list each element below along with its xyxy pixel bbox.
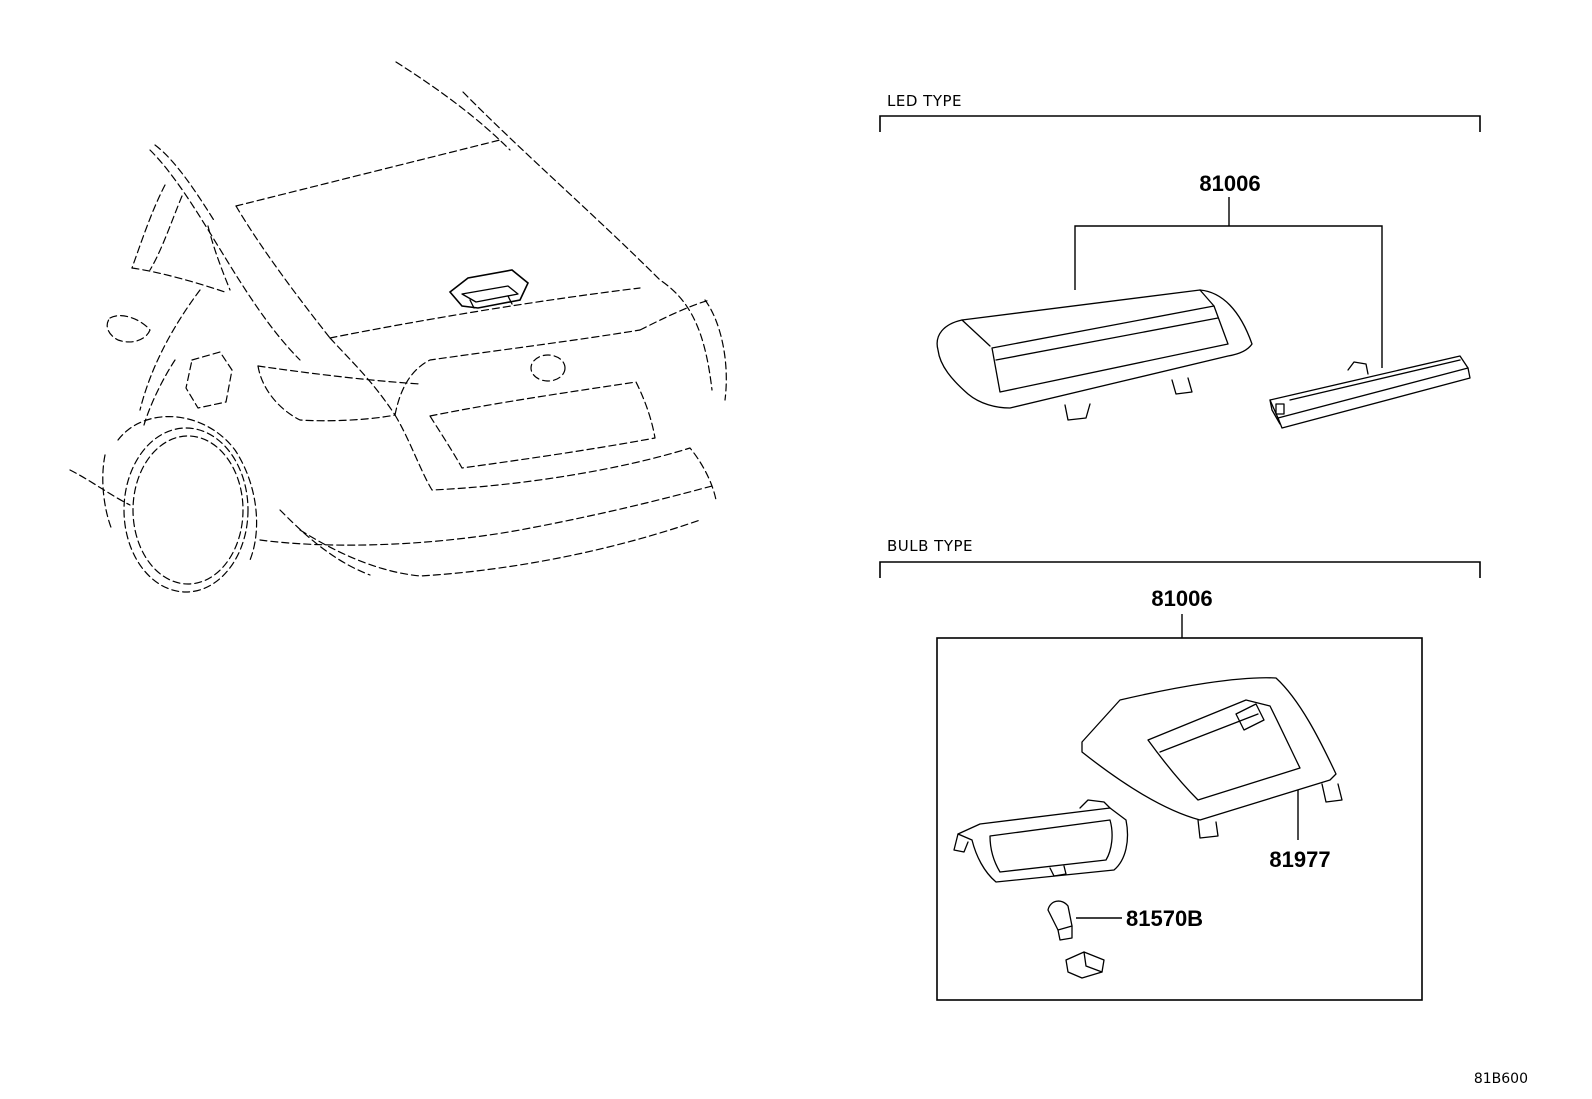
led-stop-lamp-cover — [936, 289, 1253, 421]
bulb-type-bracket — [879, 561, 1481, 578]
bulb-type-label: BULB TYPE — [887, 537, 973, 555]
vehicle-illustration — [69, 61, 727, 593]
led-part-number-81006: 81006 — [1199, 171, 1260, 196]
part-number-81977: 81977 — [1269, 847, 1330, 872]
led-type-label: LED TYPE — [887, 92, 962, 110]
bulb-type-section: BULB TYPE 81006 81977 8 — [879, 537, 1481, 1001]
led-unit — [1269, 355, 1471, 429]
bulb-lamp-housing — [953, 799, 1129, 883]
bulb-lamp-cover — [1081, 677, 1343, 839]
bulb-part — [1047, 900, 1073, 941]
bulb-part-number-81006: 81006 — [1151, 586, 1212, 611]
illustration-code: 81B600 — [1474, 1071, 1528, 1087]
part-number-81570B: 81570B — [1126, 906, 1203, 931]
led-type-bracket — [879, 115, 1481, 132]
led-type-section: LED TYPE 81006 — [879, 92, 1481, 429]
bulb-assembly-box — [936, 637, 1423, 1001]
bulb-socket — [1065, 951, 1105, 979]
led-leader-line — [1074, 197, 1383, 368]
